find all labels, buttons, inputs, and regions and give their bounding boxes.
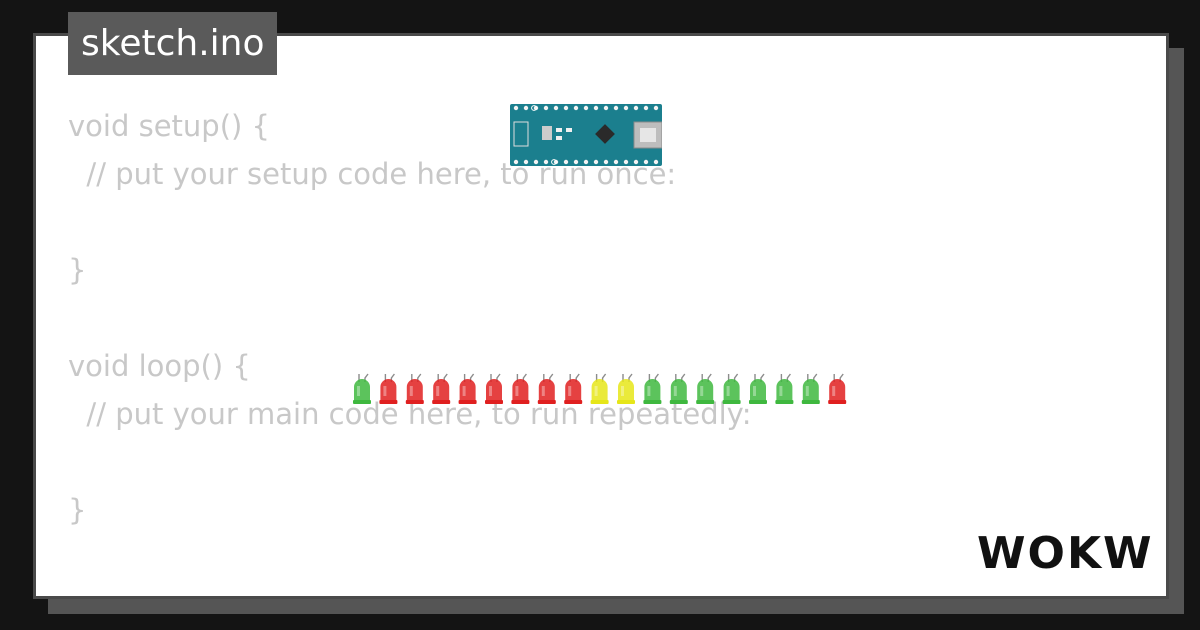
header-pin (513, 105, 519, 111)
led-green[interactable] (353, 373, 371, 404)
led-green[interactable] (643, 373, 662, 404)
board-pcb (510, 104, 662, 166)
wokwi-logo-text: WOKWi (977, 528, 1155, 578)
led-red[interactable] (564, 373, 583, 404)
board-led (556, 128, 562, 132)
led-red[interactable] (405, 373, 424, 404)
mounting-hole (551, 159, 557, 165)
led-red[interactable] (458, 373, 477, 404)
header-pin (653, 159, 659, 165)
icsp-header (513, 121, 529, 147)
header-pin (553, 105, 559, 111)
header-pin (583, 159, 589, 165)
led-red[interactable] (537, 373, 556, 404)
led-green[interactable] (669, 373, 688, 404)
header-pin (623, 105, 629, 111)
usb-port-inner (640, 128, 656, 142)
led-red[interactable] (828, 373, 847, 404)
header-pin (653, 105, 659, 111)
led-green[interactable] (722, 373, 741, 404)
code-line (68, 294, 752, 342)
led-red[interactable] (511, 373, 530, 404)
led-yellow[interactable] (590, 373, 609, 404)
code-line (68, 198, 752, 246)
header-pin (633, 159, 639, 165)
header-pin (593, 159, 599, 165)
header-pin (583, 105, 589, 111)
header-pin (573, 105, 579, 111)
led-green[interactable] (696, 373, 715, 404)
led-green[interactable] (749, 373, 767, 404)
wokwi-logo: WOKWi (977, 528, 1155, 578)
code-line: } (68, 253, 87, 287)
header-pin (533, 159, 539, 165)
code-editor[interactable]: void setup() { // put your setup code he… (68, 102, 752, 534)
header-pin (643, 105, 649, 111)
header-pin (573, 159, 579, 165)
header-pin (603, 159, 609, 165)
led-red[interactable] (485, 373, 503, 404)
board-led (556, 136, 562, 140)
header-pin (563, 159, 569, 165)
header-pin (613, 159, 619, 165)
header-pin (593, 105, 599, 111)
code-line: } (68, 493, 87, 527)
code-line: void setup() { (68, 109, 270, 143)
header-pin (523, 105, 529, 111)
led-red[interactable] (432, 373, 451, 404)
header-pin (543, 105, 549, 111)
led-yellow[interactable] (617, 373, 635, 404)
led-red[interactable] (379, 373, 398, 404)
header-pin (643, 159, 649, 165)
led-green[interactable] (801, 373, 820, 404)
code-line: void loop() { (68, 349, 251, 383)
led-green[interactable] (775, 373, 794, 404)
header-pin (543, 159, 549, 165)
code-line (68, 438, 752, 486)
header-pin (563, 105, 569, 111)
header-pin (523, 159, 529, 165)
header-pin (513, 159, 519, 165)
mounting-hole (531, 105, 537, 111)
header-pin (603, 105, 609, 111)
header-pin (613, 105, 619, 111)
arduino-nano-icon (510, 104, 662, 166)
board-led (566, 128, 572, 132)
board-component (542, 126, 552, 140)
header-pin (633, 105, 639, 111)
header-pin (623, 159, 629, 165)
file-tab[interactable]: sketch.ino (68, 12, 278, 75)
led-row (353, 373, 847, 404)
